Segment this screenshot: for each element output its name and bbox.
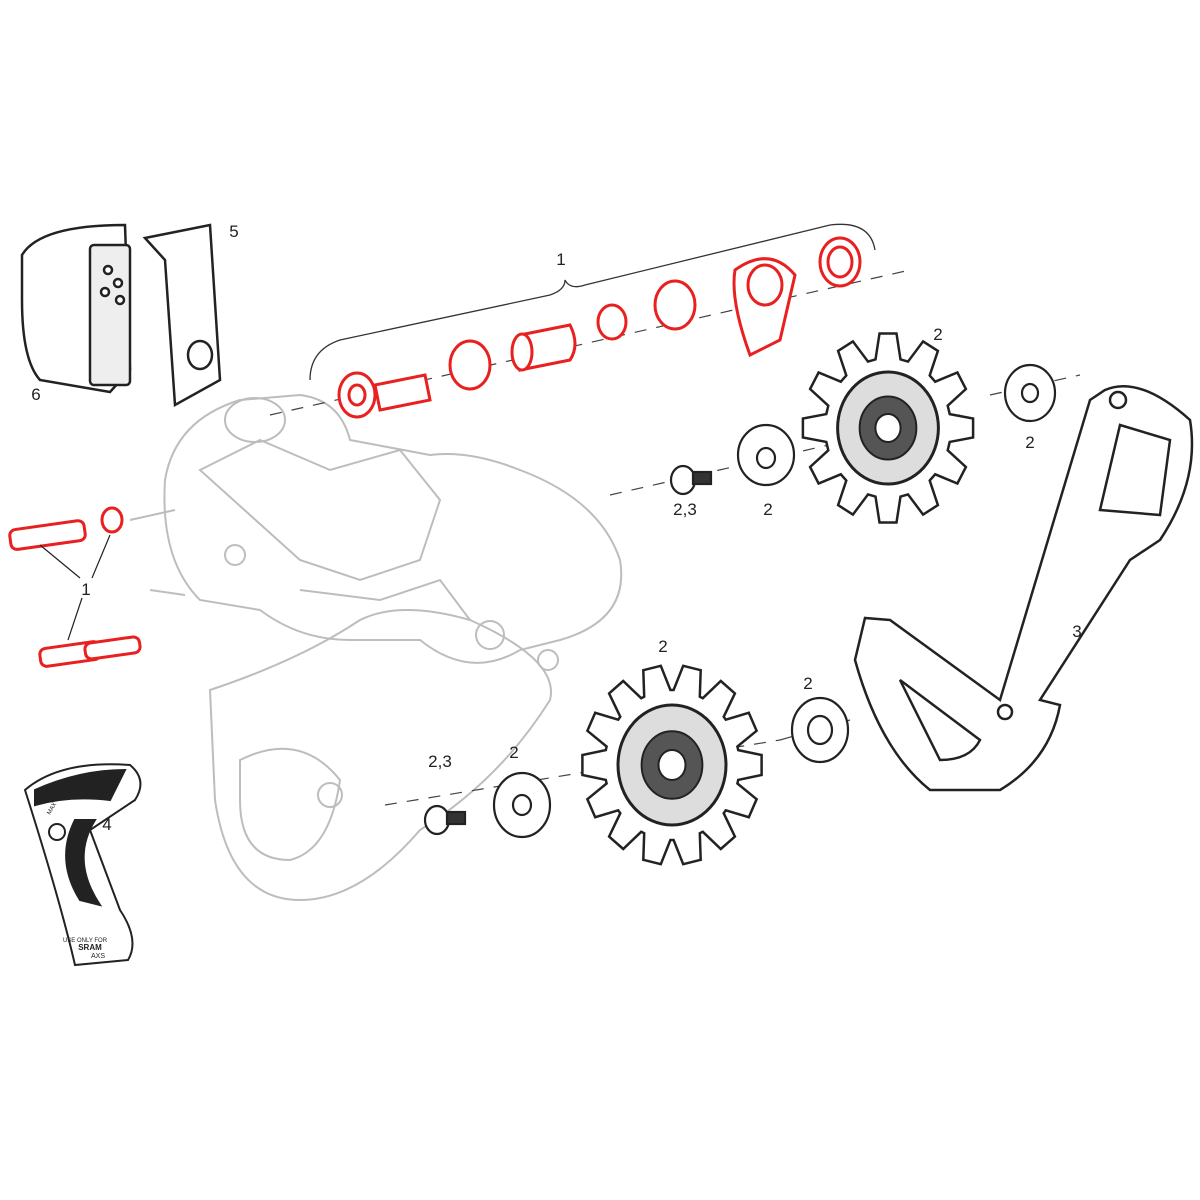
gauge-min-text: MIN [42,788,53,801]
callout-1-top: 1 [556,250,566,269]
gauge-use-only-text: USE ONLY FOR [63,938,108,944]
callout-3: 3 [1072,622,1082,641]
inner-cage [853,385,1194,792]
callout-2: 2 [1025,433,1035,452]
callout-2: 2 [658,637,668,656]
upper-pulley-wheel [801,332,975,524]
battery-clip [142,223,222,408]
leader-lines-1 [39,534,111,641]
callout-2-3: 2,3 [428,752,452,771]
callout-2: 2 [509,743,519,762]
callout-4: 4 [102,815,112,834]
gauge-model-text: AXS [91,953,105,960]
callout-2: 2 [803,674,813,693]
gauge-brand-text: SRAM [78,943,102,952]
callout-2-3: 2,3 [673,500,697,519]
derailleur-body [129,393,623,902]
gauge-max-text: MAX [47,802,59,816]
chain-gap-gauge: USE ONLY FOR SRAM AXS MIN MAX [23,763,142,967]
callout-1-left: 1 [81,580,91,599]
callout-6: 6 [31,385,41,404]
pulley-bore [657,749,687,781]
lower-pulley-wheel [581,664,763,866]
bracket-1 [309,223,876,381]
callout-2: 2 [763,500,773,519]
washers-and-bolts [423,363,1057,839]
battery [20,223,132,394]
pivot-hardware-kit [337,236,862,419]
callout-5: 5 [229,222,239,241]
callout-2: 2 [933,325,943,344]
left-bolts [8,506,142,668]
pulley-bore [874,413,902,443]
